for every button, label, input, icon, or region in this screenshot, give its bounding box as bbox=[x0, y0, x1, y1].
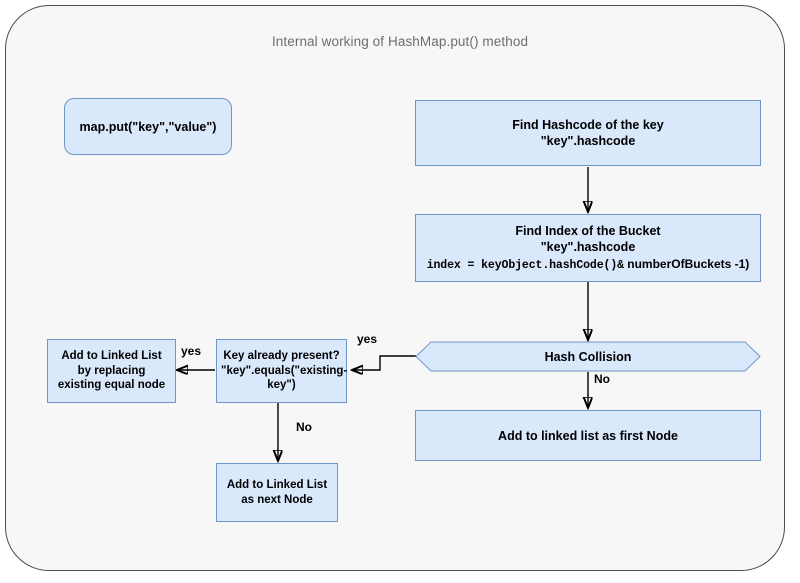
node-key-already-present[interactable]: Key already present? "key".equals("exist… bbox=[216, 339, 347, 403]
diagram-page-frame bbox=[5, 5, 785, 571]
node-hash-collision[interactable]: Hash Collision bbox=[415, 341, 761, 372]
node-find-index-code-tail: numberOfBuckets -1) bbox=[623, 256, 750, 271]
node-map-put[interactable]: map.put("key","value") bbox=[64, 98, 232, 155]
node-find-index-code: index = keyObject.hashCode()& numberOfBu… bbox=[420, 257, 756, 274]
node-find-index-code-expression: index = keyObject.hashCode()& bbox=[426, 258, 624, 272]
node-key-already-present-line-3: key") bbox=[267, 379, 296, 392]
node-hash-collision-label: Hash Collision bbox=[544, 349, 632, 364]
node-add-next-node-line-2: as next Node bbox=[241, 493, 313, 506]
node-find-index-line-2: "key".hashcode bbox=[540, 239, 636, 254]
node-add-first-node-line-1: Add to linked list as first Node bbox=[498, 428, 678, 443]
node-add-replacing[interactable]: Add to Linked List by replacing existing… bbox=[47, 339, 176, 403]
edge-label-collision-no: No bbox=[594, 372, 610, 386]
node-find-hashcode-line-2: "key".hashcode bbox=[540, 134, 636, 148]
node-add-first-node[interactable]: Add to linked list as first Node bbox=[415, 410, 761, 461]
node-add-replacing-line-2: by replacing bbox=[77, 364, 146, 377]
node-find-index-line-1: Find Index of the Bucket bbox=[515, 223, 661, 238]
node-add-next-node[interactable]: Add to Linked List as next Node bbox=[216, 463, 338, 522]
node-find-hashcode-line-1: Find Hashcode of the key bbox=[512, 118, 664, 132]
node-key-already-present-line-1: Key already present? bbox=[223, 349, 340, 362]
edge-label-collision-yes: yes bbox=[357, 332, 378, 346]
node-add-replacing-line-3: existing equal node bbox=[57, 379, 166, 392]
node-key-already-present-line-2: "key".equals("existing- bbox=[221, 364, 348, 377]
page-title: Internal working of HashMap.put() method bbox=[271, 34, 529, 49]
node-map-put-line-1: map.put("key","value") bbox=[79, 119, 217, 134]
hexagon-shape bbox=[415, 341, 761, 372]
node-find-index[interactable]: Find Index of the Bucket "key".hashcode … bbox=[415, 214, 761, 282]
edge-label-present-no: No bbox=[296, 420, 312, 434]
edge-label-present-yes: yes bbox=[181, 344, 202, 358]
node-add-next-node-line-1: Add to Linked List bbox=[226, 478, 328, 491]
node-add-replacing-line-1: Add to Linked List bbox=[61, 349, 162, 362]
node-find-hashcode[interactable]: Find Hashcode of the key "key".hashcode bbox=[415, 100, 761, 166]
